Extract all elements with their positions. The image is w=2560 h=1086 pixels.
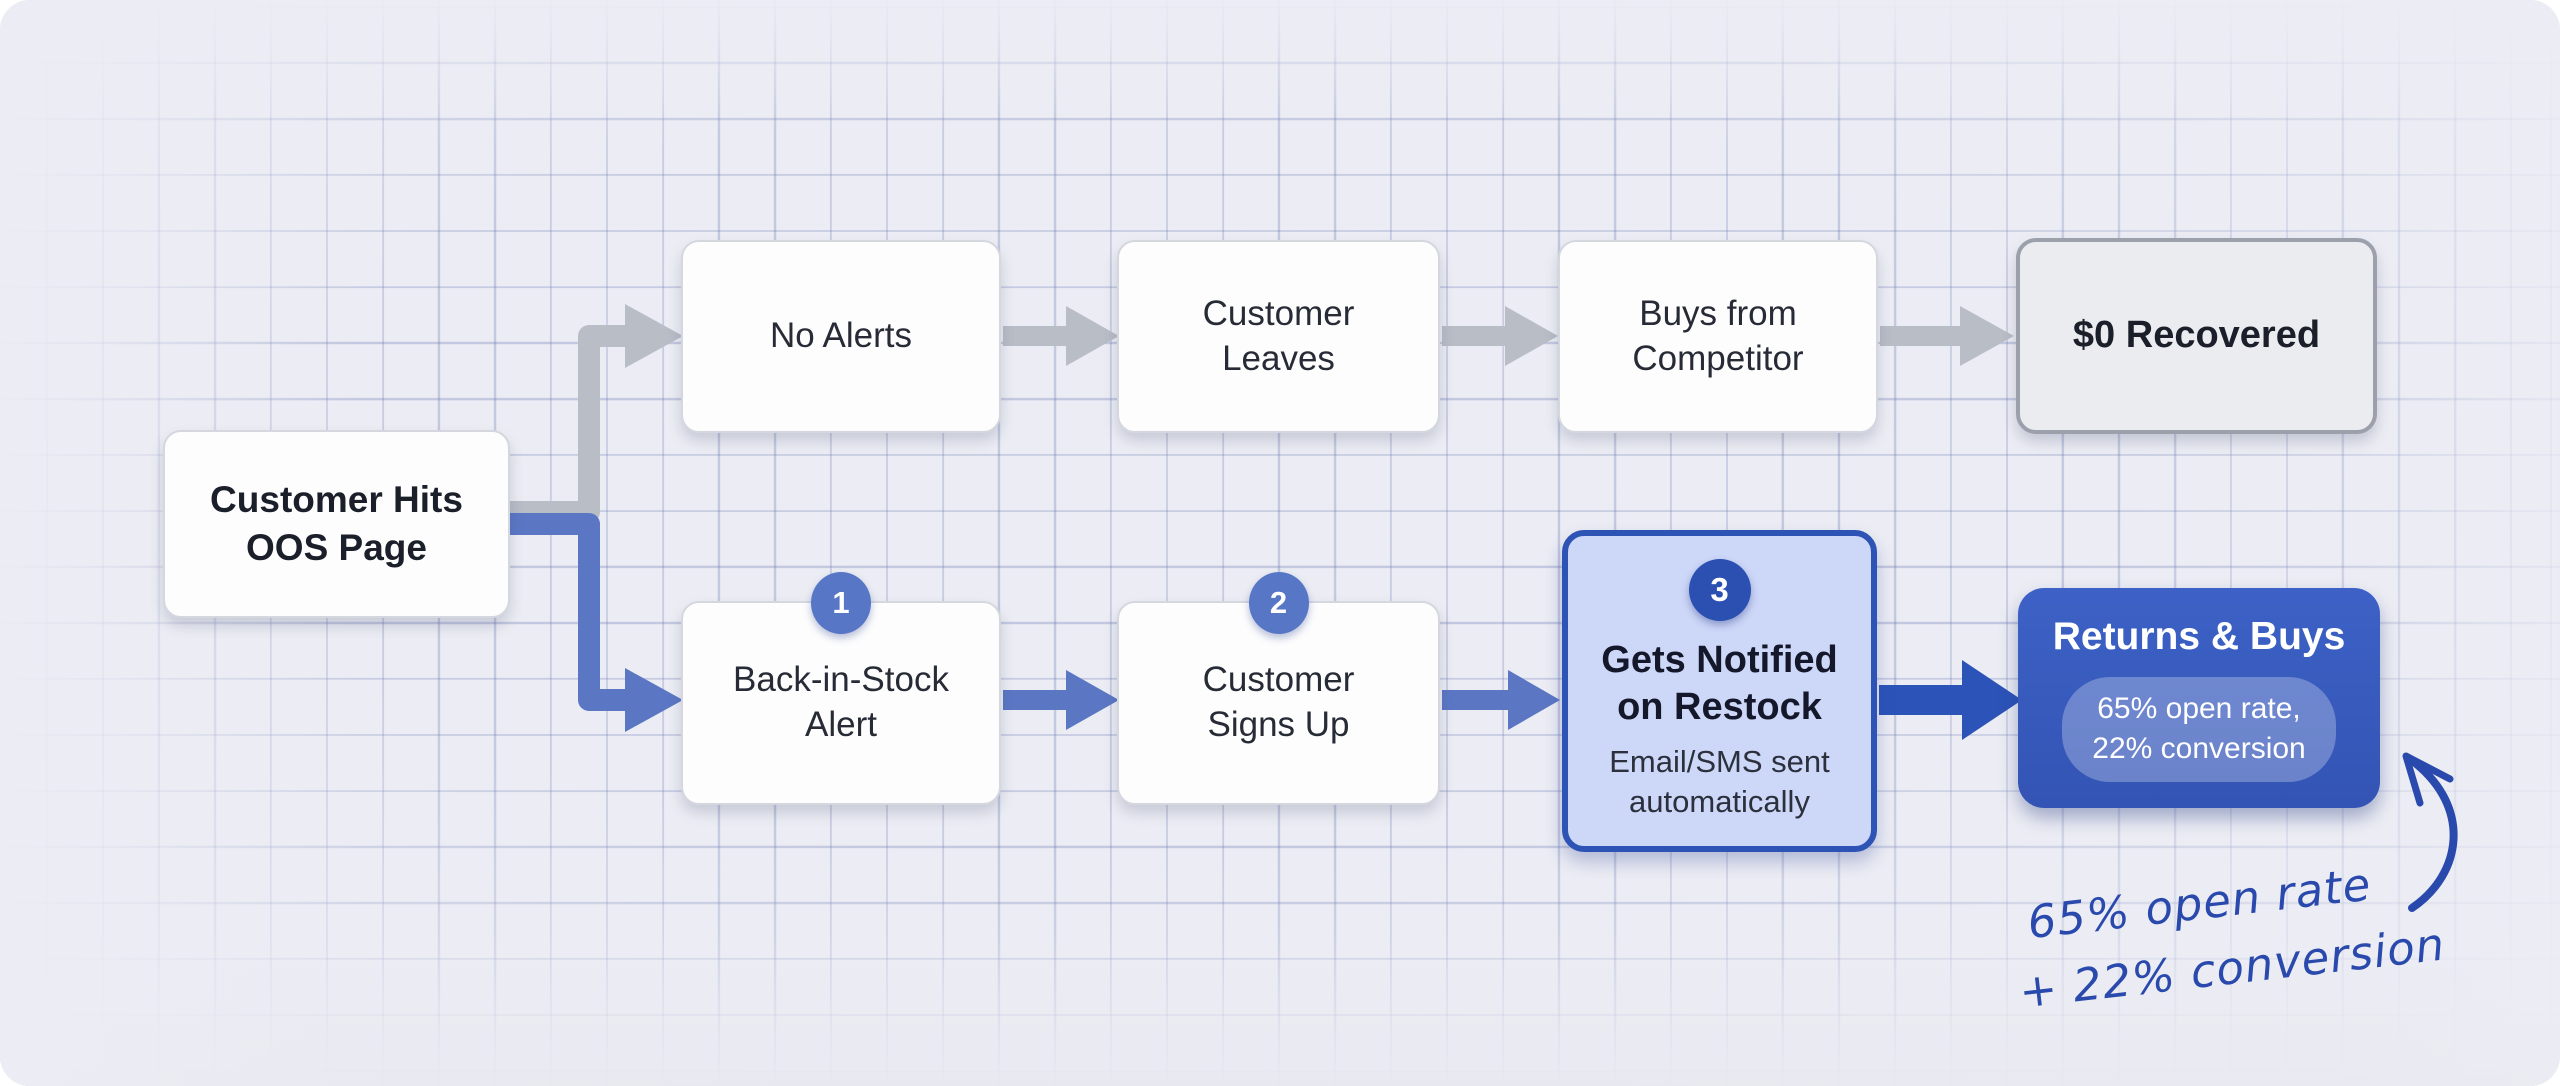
- node-label: Customer Signs Up: [1202, 660, 1355, 744]
- node-label: $0 Recovered: [2072, 314, 2321, 357]
- node-title: Gets Notified on Restock: [1601, 639, 1838, 728]
- node-no-alerts: No Alerts: [681, 240, 1001, 433]
- node-back-in-stock-alert: 1 Back-in-Stock Alert: [681, 572, 1001, 805]
- node-title: Returns & Buys: [2052, 614, 2346, 658]
- step-badge-1: 1: [811, 572, 871, 634]
- node-subtitle: Email/SMS sent automatically: [1609, 744, 1830, 820]
- node-customer-signs-up: 2 Customer Signs Up: [1117, 572, 1440, 805]
- stats-pill: 65% open rate, 22% conversion: [2062, 676, 2336, 782]
- node-label: Customer Leaves: [1202, 293, 1355, 378]
- step-badge-2: 2: [1248, 572, 1309, 634]
- node-label: No Alerts: [770, 316, 912, 356]
- node-buys-from-competitor: Buys from Competitor: [1558, 240, 1878, 433]
- node-customer-leaves: Customer Leaves: [1117, 240, 1440, 433]
- node-label: Customer Hits OOS Page: [210, 478, 463, 568]
- step-badge-3: 3: [1688, 559, 1751, 622]
- node-label: Back-in-Stock Alert: [733, 660, 949, 744]
- node-customer-hits-oos: Customer Hits OOS Page: [163, 430, 510, 618]
- node-gets-notified-on-restock: 3 Gets Notified on Restock Email/SMS sen…: [1562, 530, 1877, 852]
- node-zero-recovered: $0 Recovered: [2016, 238, 2377, 434]
- node-label: Buys from Competitor: [1632, 293, 1804, 378]
- node-returns-and-buys: Returns & Buys 65% open rate, 22% conver…: [2018, 588, 2380, 808]
